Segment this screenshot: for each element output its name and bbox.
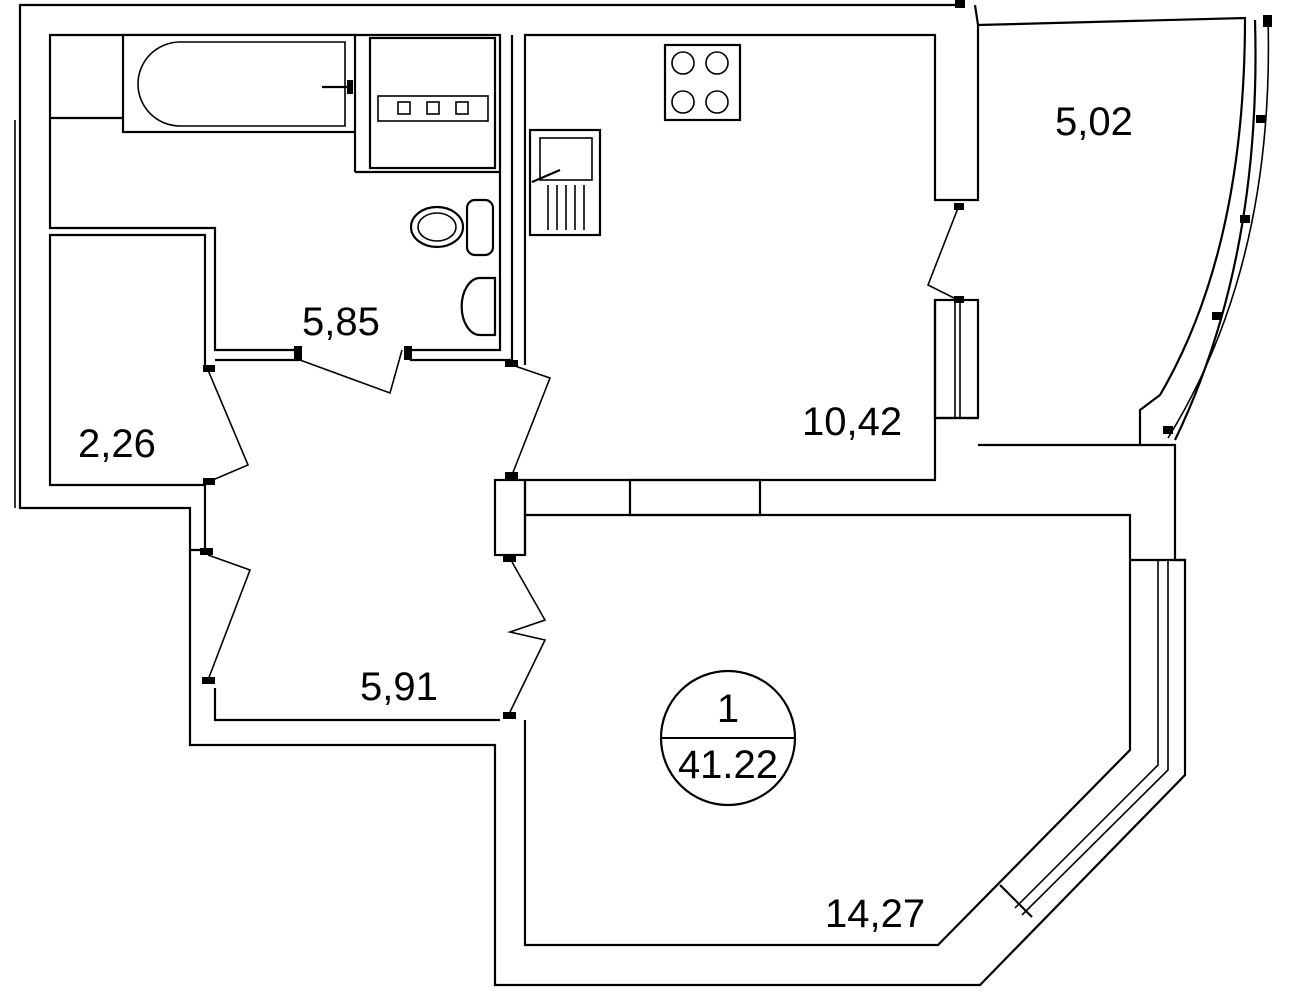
toilet-tank: [465, 198, 495, 257]
living-room-walls: [523, 513, 1132, 947]
door-bathroom: [299, 349, 403, 395]
apartment-number: 1: [717, 687, 739, 731]
door-living-room: [507, 561, 547, 713]
area-label-balcony: 5,02: [1055, 100, 1133, 144]
bathroom-walls: [48, 33, 502, 352]
area-label-living-room: 14,27: [825, 892, 925, 936]
storage-walls: [48, 233, 207, 487]
outer-wall: [18, 3, 1187, 987]
door-storage: [207, 369, 250, 483]
apartment-total-area: 41.22: [678, 743, 778, 787]
area-label-bathroom: 5,85: [302, 300, 380, 344]
bathtub-inner: [137, 41, 346, 127]
stove-icon: [663, 43, 742, 122]
bathtub: [121, 33, 357, 134]
sink-icon: [460, 276, 497, 337]
door-balcony: [926, 207, 959, 301]
apartment-badge: 1 41.22: [659, 669, 797, 807]
door-kitchen: [511, 364, 552, 476]
kitchen-sink-icon: [528, 128, 602, 237]
balcony-walls: [977, 16, 1247, 447]
area-label-hallway: 5,91: [360, 665, 438, 709]
door-entrance: [207, 554, 252, 681]
area-label-kitchen: 10,42: [802, 400, 902, 444]
area-label-storage: 2,26: [78, 422, 156, 466]
washing-machine: [368, 36, 497, 170]
